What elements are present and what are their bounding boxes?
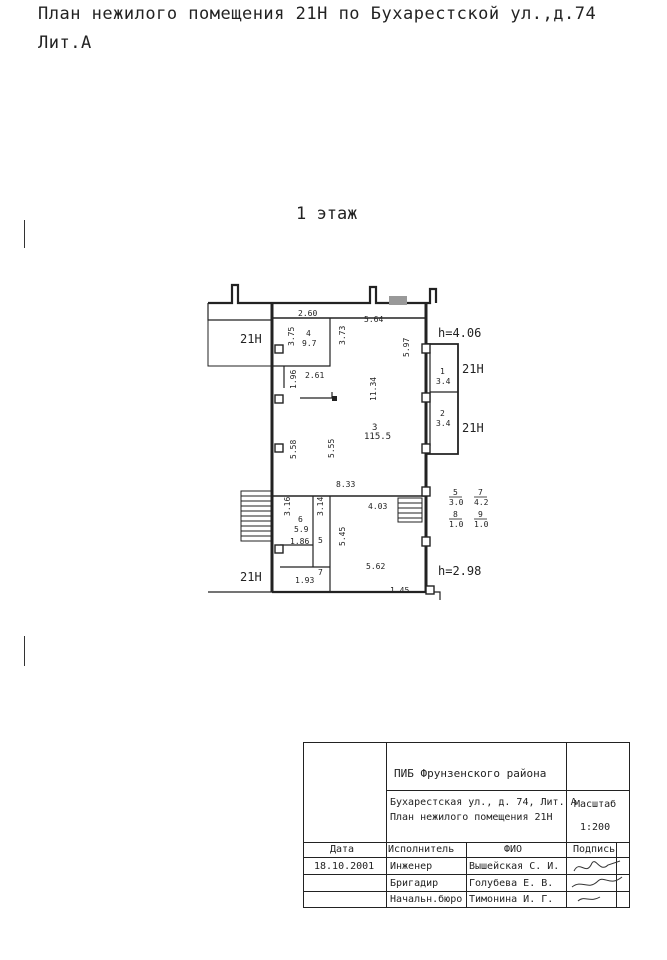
dim-5-97: 5.97 <box>402 338 411 357</box>
scale-value: 1:200 <box>580 822 611 833</box>
name-3: Тимонина И. Г. <box>469 894 554 905</box>
stairs-right <box>397 497 423 523</box>
hatched-block <box>389 296 407 305</box>
col-role: Исполнитель <box>388 844 455 855</box>
plan-name-line: План нежилого помещения 21Н <box>390 812 553 823</box>
dim-8-33: 8.33 <box>336 480 355 489</box>
dim-3-16: 3.16 <box>283 497 292 516</box>
room-1-area: 3.4 <box>436 377 451 386</box>
post-marker <box>332 396 337 401</box>
room-2-number: 2 <box>440 409 445 418</box>
unit-label-left-bottom: 21Н <box>240 570 262 584</box>
col-sign: Подпись <box>573 844 616 855</box>
room-2-area: 3.4 <box>436 419 451 428</box>
unit-label-right-1: 21Н <box>462 362 484 376</box>
name-2: Голубева Е. В. <box>469 878 554 889</box>
col-date: Дата <box>330 844 355 855</box>
dim-2-61: 2.61 <box>305 371 324 380</box>
dim-1-86: 1.86 <box>290 537 309 546</box>
height-top: h=4.06 <box>438 326 481 340</box>
room-7-number: 7 <box>318 568 323 577</box>
room-3-number: 3 <box>372 423 377 433</box>
page-subtitle: Лит.А <box>38 33 92 53</box>
role-1: Инженер <box>390 861 433 872</box>
height-bottom: h=2.98 <box>438 564 481 578</box>
dimension-labels: 2.60 5.64 3.75 3.73 5.97 1.96 2.61 11.34… <box>283 309 411 595</box>
legend-area-7: 4.2 <box>474 498 489 507</box>
legend-area-9: 1.0 <box>474 520 489 529</box>
room-5-number: 5 <box>318 536 323 545</box>
dim-2-60: 2.60 <box>298 309 317 318</box>
date-value: 18.10.2001 <box>314 861 375 872</box>
legend-room-7: 7 <box>478 488 483 497</box>
dim-3-73: 3.73 <box>338 326 347 345</box>
legend-area-5: 3.0 <box>449 498 464 507</box>
floor-label: 1 этаж <box>296 204 358 224</box>
dim-5-58: 5.58 <box>289 440 298 459</box>
scale-label: Масштаб <box>574 799 617 810</box>
dim-1-45: 1.45 <box>390 586 409 595</box>
dim-11-34: 11.34 <box>369 377 378 401</box>
margin-mark-bottom <box>24 636 25 666</box>
legend-room-5: 5 <box>453 488 458 497</box>
stairs-left <box>240 490 273 542</box>
columns <box>274 343 435 595</box>
dim-3-75: 3.75 <box>287 327 296 346</box>
unit-label-left-top: 21Н <box>240 332 262 346</box>
role-3: Начальн.бюро <box>390 894 463 905</box>
dim-5-55: 5.55 <box>327 439 336 458</box>
legend-room-9: 9 <box>478 510 483 519</box>
room-6-area: 5.9 <box>294 525 309 534</box>
dim-5-64: 5.64 <box>364 315 383 324</box>
page-title: План нежилого помещения 21Н по Бухарестс… <box>38 4 597 24</box>
role-2: Бригадир <box>390 878 439 889</box>
room-4-area: 9.7 <box>302 339 317 348</box>
dim-3-14: 3.14 <box>316 497 325 516</box>
margin-mark-top <box>24 220 25 248</box>
title-block: ПИБ Фрунзенского района Бухарестская ул.… <box>303 742 630 908</box>
room-legend: 5 7 3.0 4.2 8 9 1.0 1.0 <box>449 488 489 529</box>
room-6-number: 6 <box>298 515 303 524</box>
col-name: ФИО <box>504 844 523 855</box>
room-4-number: 4 <box>306 329 311 338</box>
dim-1-96: 1.96 <box>289 370 298 389</box>
unit-label-right-2: 21Н <box>462 421 484 435</box>
room-3-area: 115.5 <box>364 432 391 442</box>
org-name: ПИБ Фрунзенского района <box>394 767 547 780</box>
room-1-number: 1 <box>440 367 445 376</box>
legend-area-8: 1.0 <box>449 520 464 529</box>
dim-5-62: 5.62 <box>366 562 385 571</box>
signatures <box>571 860 623 902</box>
dim-1-93: 1.93 <box>295 576 314 585</box>
name-1: Вышейская С. И. <box>469 861 560 872</box>
address-line: Бухарестская ул., д. 74, Лит. А <box>390 797 577 808</box>
dim-4-03: 4.03 <box>368 502 387 511</box>
legend-room-8: 8 <box>453 510 458 519</box>
dim-5-45: 5.45 <box>338 527 347 546</box>
